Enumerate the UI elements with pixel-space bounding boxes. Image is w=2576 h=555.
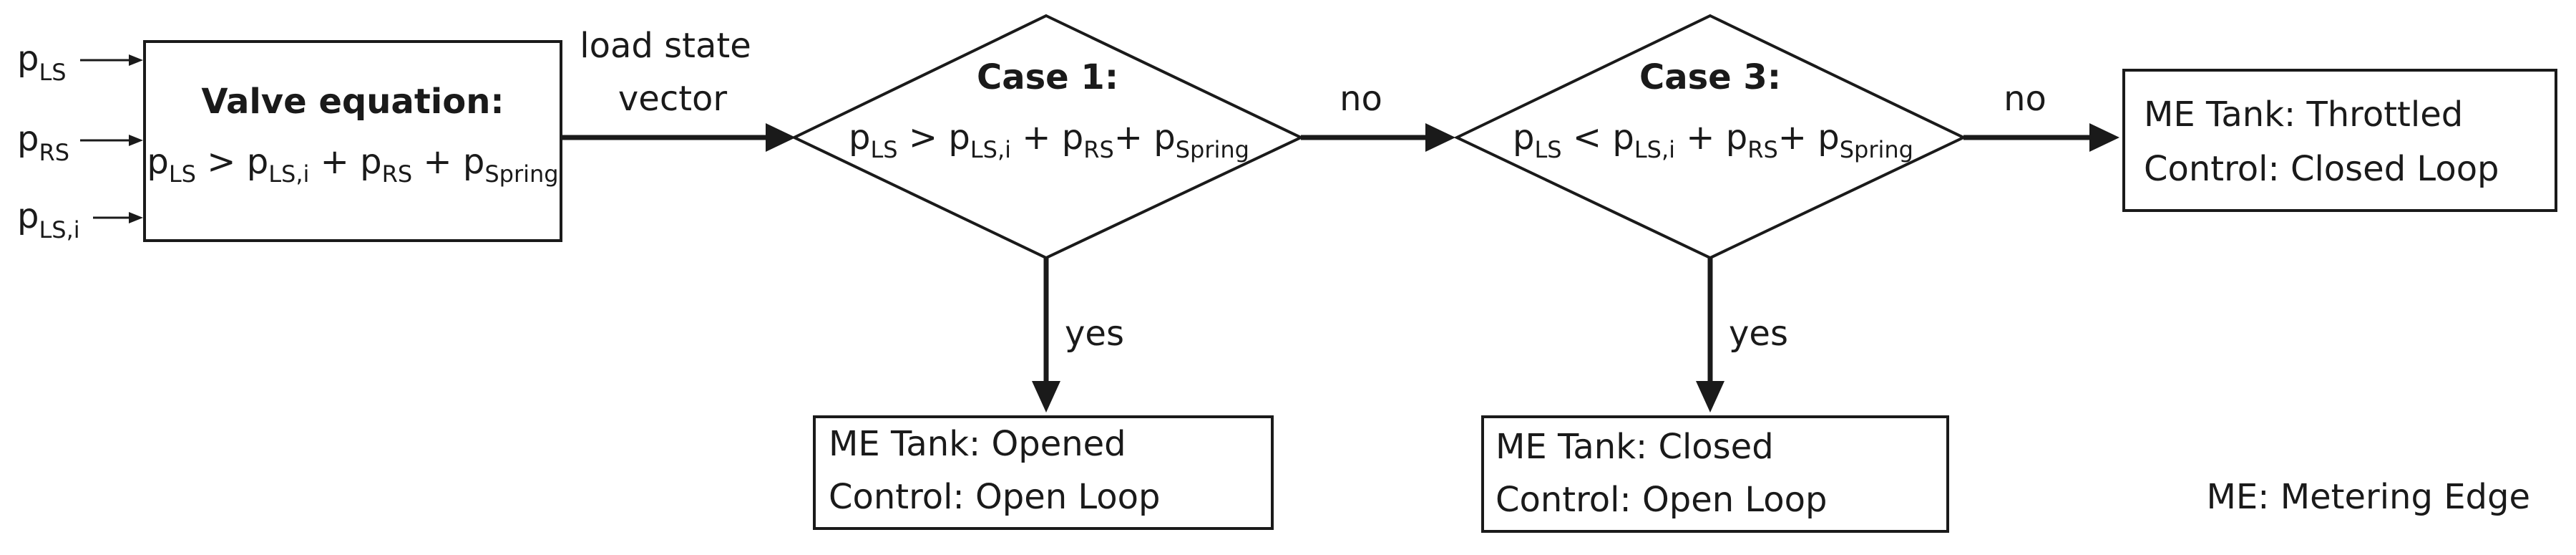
valve-equation-title: Valve equation: bbox=[201, 82, 504, 122]
arrow-case1-yes bbox=[1032, 258, 1060, 412]
result-closed-line1: ME Tank: Closed bbox=[1496, 427, 1774, 467]
edge-label-load-state-line1: load state bbox=[580, 26, 751, 66]
case3-formula: pLS < pLS,i + pRS+ pSpring bbox=[1513, 117, 1913, 163]
case3-decision: Case 3: pLS < pLS,i + pRS+ pSpring bbox=[1453, 14, 1967, 260]
result-closed-box: ME Tank: Closed Control: Open Loop bbox=[1481, 415, 1949, 533]
edge-label-yes-1: yes bbox=[1065, 314, 1124, 354]
edge-label-yes-2: yes bbox=[1729, 314, 1788, 354]
result-opened-box: ME Tank: Opened Control: Open Loop bbox=[813, 415, 1274, 530]
case1-formula: pLS > pLS,i + pRS+ pSpring bbox=[849, 117, 1249, 163]
svg-text:pLS,i: pLS,i bbox=[17, 196, 80, 243]
edge-label-load-state-line2: vector bbox=[618, 79, 728, 119]
input-arrow-p-ls bbox=[80, 54, 143, 66]
case1-title: Case 1: bbox=[977, 57, 1118, 97]
svg-text:pLS: pLS bbox=[17, 39, 67, 86]
valve-equation-formula: pLS > pLS,i + pRS + pSpring bbox=[147, 142, 558, 188]
input-p-lsi: pLS,i bbox=[17, 196, 80, 243]
edge-label-no-2: no bbox=[2004, 79, 2046, 119]
svg-text:pRS: pRS bbox=[17, 119, 69, 166]
result-throttled-line2: Control: Closed Loop bbox=[2144, 149, 2499, 189]
result-opened-line1: ME Tank: Opened bbox=[829, 424, 1126, 464]
arrow-valve-to-case1 bbox=[561, 123, 796, 152]
input-arrow-p-rs bbox=[80, 135, 143, 146]
result-closed-line2: Control: Open Loop bbox=[1496, 480, 1828, 520]
result-throttled-box: ME Tank: Throttled Control: Closed Loop bbox=[2122, 69, 2557, 212]
result-opened-line2: Control: Open Loop bbox=[829, 477, 1161, 517]
arrow-case1-no bbox=[1301, 123, 1455, 152]
arrow-case3-yes bbox=[1696, 258, 1724, 412]
edge-label-no-1: no bbox=[1340, 79, 1382, 119]
valve-equation-box: Valve equation: pLS > pLS,i + pRS + pSpr… bbox=[143, 40, 562, 242]
input-arrow-p-lsi bbox=[93, 212, 143, 223]
input-p-rs: pRS bbox=[17, 119, 69, 166]
arrow-case3-no bbox=[1963, 123, 2119, 152]
case3-title: Case 3: bbox=[1639, 57, 1781, 97]
case1-decision: Case 1: pLS > pLS,i + pRS+ pSpring bbox=[791, 14, 1304, 260]
result-throttled-line1: ME Tank: Throttled bbox=[2144, 95, 2463, 135]
input-p-ls: pLS bbox=[17, 39, 67, 86]
legend-metering-edge: ME: Metering Edge bbox=[2207, 477, 2530, 517]
